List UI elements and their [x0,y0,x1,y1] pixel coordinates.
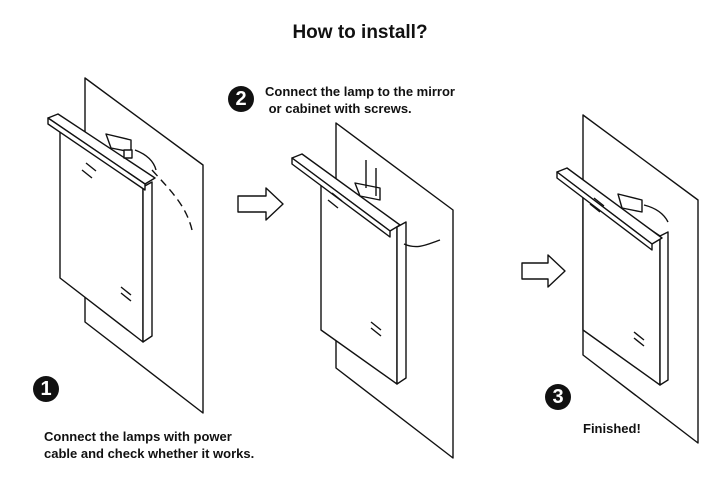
step2-caption-line: Connect the lamp to the mirror [265,84,455,99]
step3-illustration [556,114,699,444]
step2-mirror-edge [396,221,407,385]
step-number-badge: 3 [545,384,571,410]
step3-caption-line: Finished! [583,421,641,436]
step1-lamp-bar-side [47,117,146,191]
step2-lamp-bar-side [291,157,391,238]
step-number-badge: 1 [33,376,59,402]
step1-caption-line: Connect the lamps with power [44,429,232,444]
step1-mirror-edge [142,181,153,343]
arrow-1 [237,187,284,221]
step-number-badge: 2 [228,86,254,112]
step1-clip [123,149,133,159]
step1-caption-line: cable and check whether it works. [44,446,255,461]
step3-lamp-bar-side [556,171,653,251]
page-title: How to install? [292,22,428,43]
arrow-2 [521,254,566,288]
step2-bracket [354,182,381,201]
step3-mirror-edge [659,231,669,386]
step1-illustration [47,77,204,414]
step2-caption-line: or cabinet with screws. [265,101,412,116]
step2-illustration [291,122,454,459]
step2-cable [403,239,441,248]
step1-cable [151,169,193,231]
step3-caption: Finished! [583,420,641,437]
step2-caption: Connect the lamp to the mirror or cabine… [265,83,455,117]
step3-bracket [617,193,643,213]
step1-caption: Connect the lamps with power cable and c… [44,428,254,462]
